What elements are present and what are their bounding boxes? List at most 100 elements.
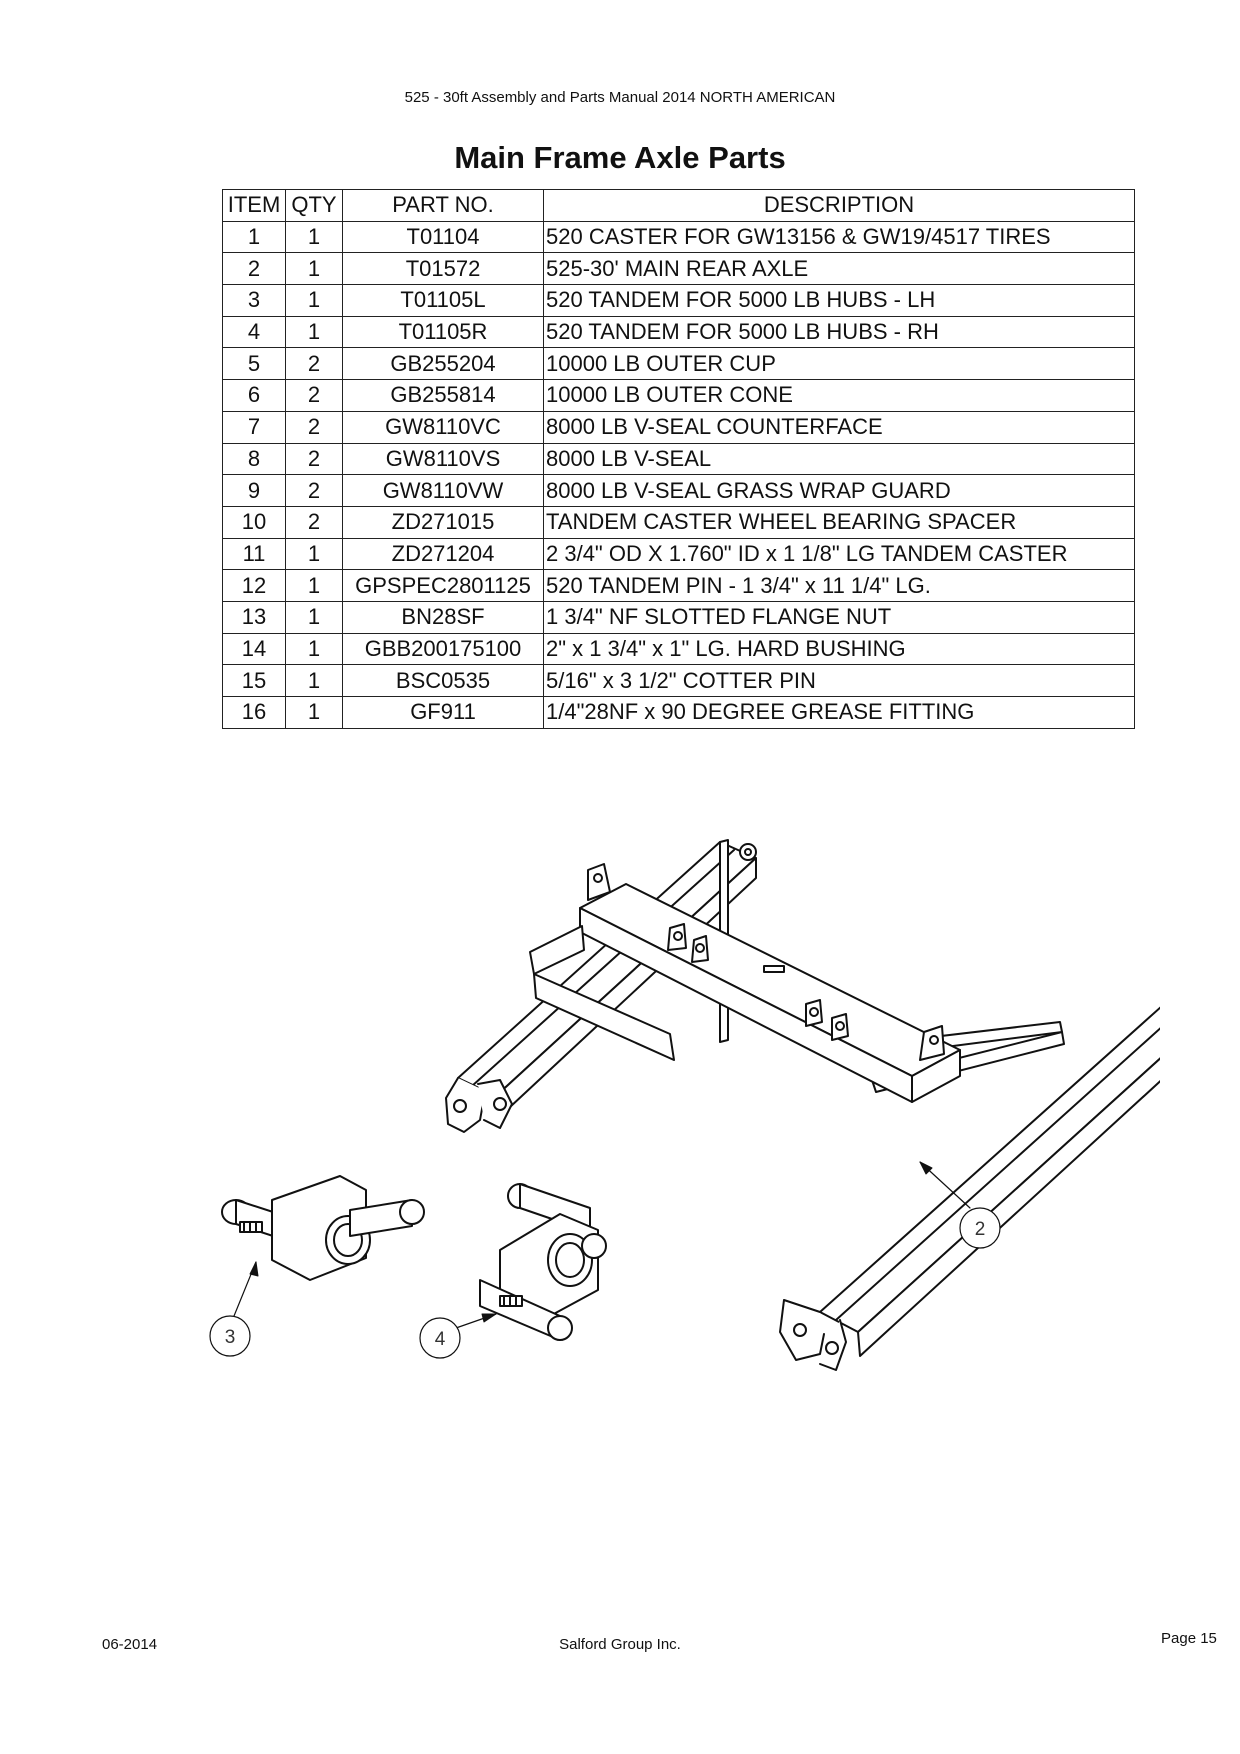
cell-item: 7 — [222, 410, 286, 444]
cell-description: 520 TANDEM PIN - 1 3/4" x 11 1/4" LG. — [543, 569, 1135, 602]
cell-qty: 2 — [285, 474, 343, 507]
cell-qty: 1 — [285, 252, 343, 286]
cell-description: 8000 LB V-SEAL GRASS WRAP GUARD — [543, 474, 1135, 507]
cell-part-no: ZD271015 — [342, 505, 544, 539]
cell-description: 520 CASTER FOR GW13156 & GW19/4517 TIRES — [543, 220, 1135, 254]
cell-part-no: T01572 — [342, 252, 544, 286]
column-header-item: ITEM — [222, 189, 286, 222]
cell-description: 1/4"28NF x 90 DEGREE GREASE FITTING — [543, 696, 1135, 729]
cell-part-no: GW8110VS — [342, 442, 544, 476]
cell-item: 6 — [222, 379, 286, 412]
cell-qty: 2 — [285, 505, 343, 539]
callout-4-label: 4 — [435, 1329, 446, 1350]
cell-qty: 1 — [285, 600, 343, 634]
callout-3-label: 3 — [225, 1327, 236, 1348]
cell-part-no: GB255814 — [342, 379, 544, 412]
cell-part-no: GF911 — [342, 696, 544, 729]
cell-part-no: GB255204 — [342, 347, 544, 381]
cell-description: 525-30' MAIN REAR AXLE — [543, 252, 1135, 286]
cell-item: 9 — [222, 474, 286, 507]
column-header-description: DESCRIPTION — [543, 189, 1135, 222]
cell-description: 10000 LB OUTER CONE — [543, 379, 1135, 412]
cell-qty: 1 — [285, 537, 343, 571]
cell-part-no: GBB200175100 — [342, 632, 544, 666]
cell-item: 1 — [222, 220, 286, 254]
tandem-rh-illustration — [479, 1183, 607, 1341]
manual-header: 525 - 30ft Assembly and Parts Manual 201… — [404, 89, 836, 106]
callout-3: 3 — [209, 1315, 251, 1357]
cell-description: 1 3/4" NF SLOTTED FLANGE NUT — [543, 600, 1135, 634]
cell-qty: 1 — [285, 569, 343, 602]
cell-item: 14 — [222, 632, 286, 666]
cell-qty: 1 — [285, 284, 343, 317]
callout-4: 4 — [419, 1317, 461, 1359]
cell-qty: 1 — [285, 632, 343, 666]
footer-page-number: Page 15 — [1161, 1630, 1217, 1647]
cell-item: 2 — [222, 252, 286, 286]
cell-item: 11 — [222, 537, 286, 571]
cell-item: 15 — [222, 664, 286, 697]
cell-item: 12 — [222, 569, 286, 602]
cell-qty: 1 — [285, 664, 343, 697]
cell-part-no: T01105L — [342, 284, 544, 317]
cell-item: 4 — [222, 315, 286, 349]
column-header-part-no: PART NO. — [342, 189, 544, 222]
cell-part-no: BN28SF — [342, 600, 544, 634]
cell-description: 8000 LB V-SEAL COUNTERFACE — [543, 410, 1135, 444]
cell-description: 5/16" x 3 1/2" COTTER PIN — [543, 664, 1135, 697]
cell-qty: 1 — [285, 696, 343, 729]
cell-description: 2" x 1 3/4" x 1" LG. HARD BUSHING — [543, 632, 1135, 666]
footer-company: Salford Group Inc. — [559, 1636, 681, 1653]
cell-part-no: ZD271204 — [342, 537, 544, 571]
column-header-qty: QTY — [285, 189, 343, 222]
main-rear-axle-illustration — [445, 839, 1160, 1371]
table-header-row: ITEM QTY PART NO. DESCRIPTION — [222, 189, 1135, 222]
cell-qty: 2 — [285, 442, 343, 476]
cell-part-no: T01104 — [342, 220, 544, 254]
cell-description: 8000 LB V-SEAL — [543, 442, 1135, 476]
cell-qty: 1 — [285, 315, 343, 349]
cell-item: 8 — [222, 442, 286, 476]
footer-date: 06-2014 — [102, 1636, 158, 1653]
cell-item: 3 — [222, 284, 286, 317]
cell-qty: 2 — [285, 379, 343, 412]
cell-part-no: GPSPEC2801125 — [342, 569, 544, 602]
cell-part-no: GW8110VW — [342, 474, 544, 507]
cell-description: 520 TANDEM FOR 5000 LB HUBS - RH — [543, 315, 1135, 349]
cell-description: 520 TANDEM FOR 5000 LB HUBS - LH — [543, 284, 1135, 317]
tandem-lh-illustration — [221, 1175, 425, 1281]
cell-description: 2 3/4" OD X 1.760" ID x 1 1/8" LG TANDEM… — [543, 537, 1135, 571]
cell-item: 10 — [222, 505, 286, 539]
cell-item: 5 — [222, 347, 286, 381]
axle-assembly-drawing: 2 3 4 — [209, 839, 1160, 1371]
cell-description: TANDEM CASTER WHEEL BEARING SPACER — [543, 505, 1135, 539]
callout-2: 2 — [959, 1207, 1001, 1249]
page-title: Main Frame Axle Parts — [454, 140, 786, 175]
callout-2-label: 2 — [975, 1219, 986, 1240]
cell-part-no: T01105R — [342, 315, 544, 349]
cell-qty: 2 — [285, 347, 343, 381]
cell-qty: 1 — [285, 220, 343, 254]
cell-part-no: BSC0535 — [342, 664, 544, 697]
cell-description: 10000 LB OUTER CUP — [543, 347, 1135, 381]
cell-part-no: GW8110VC — [342, 410, 544, 444]
cell-item: 13 — [222, 600, 286, 634]
